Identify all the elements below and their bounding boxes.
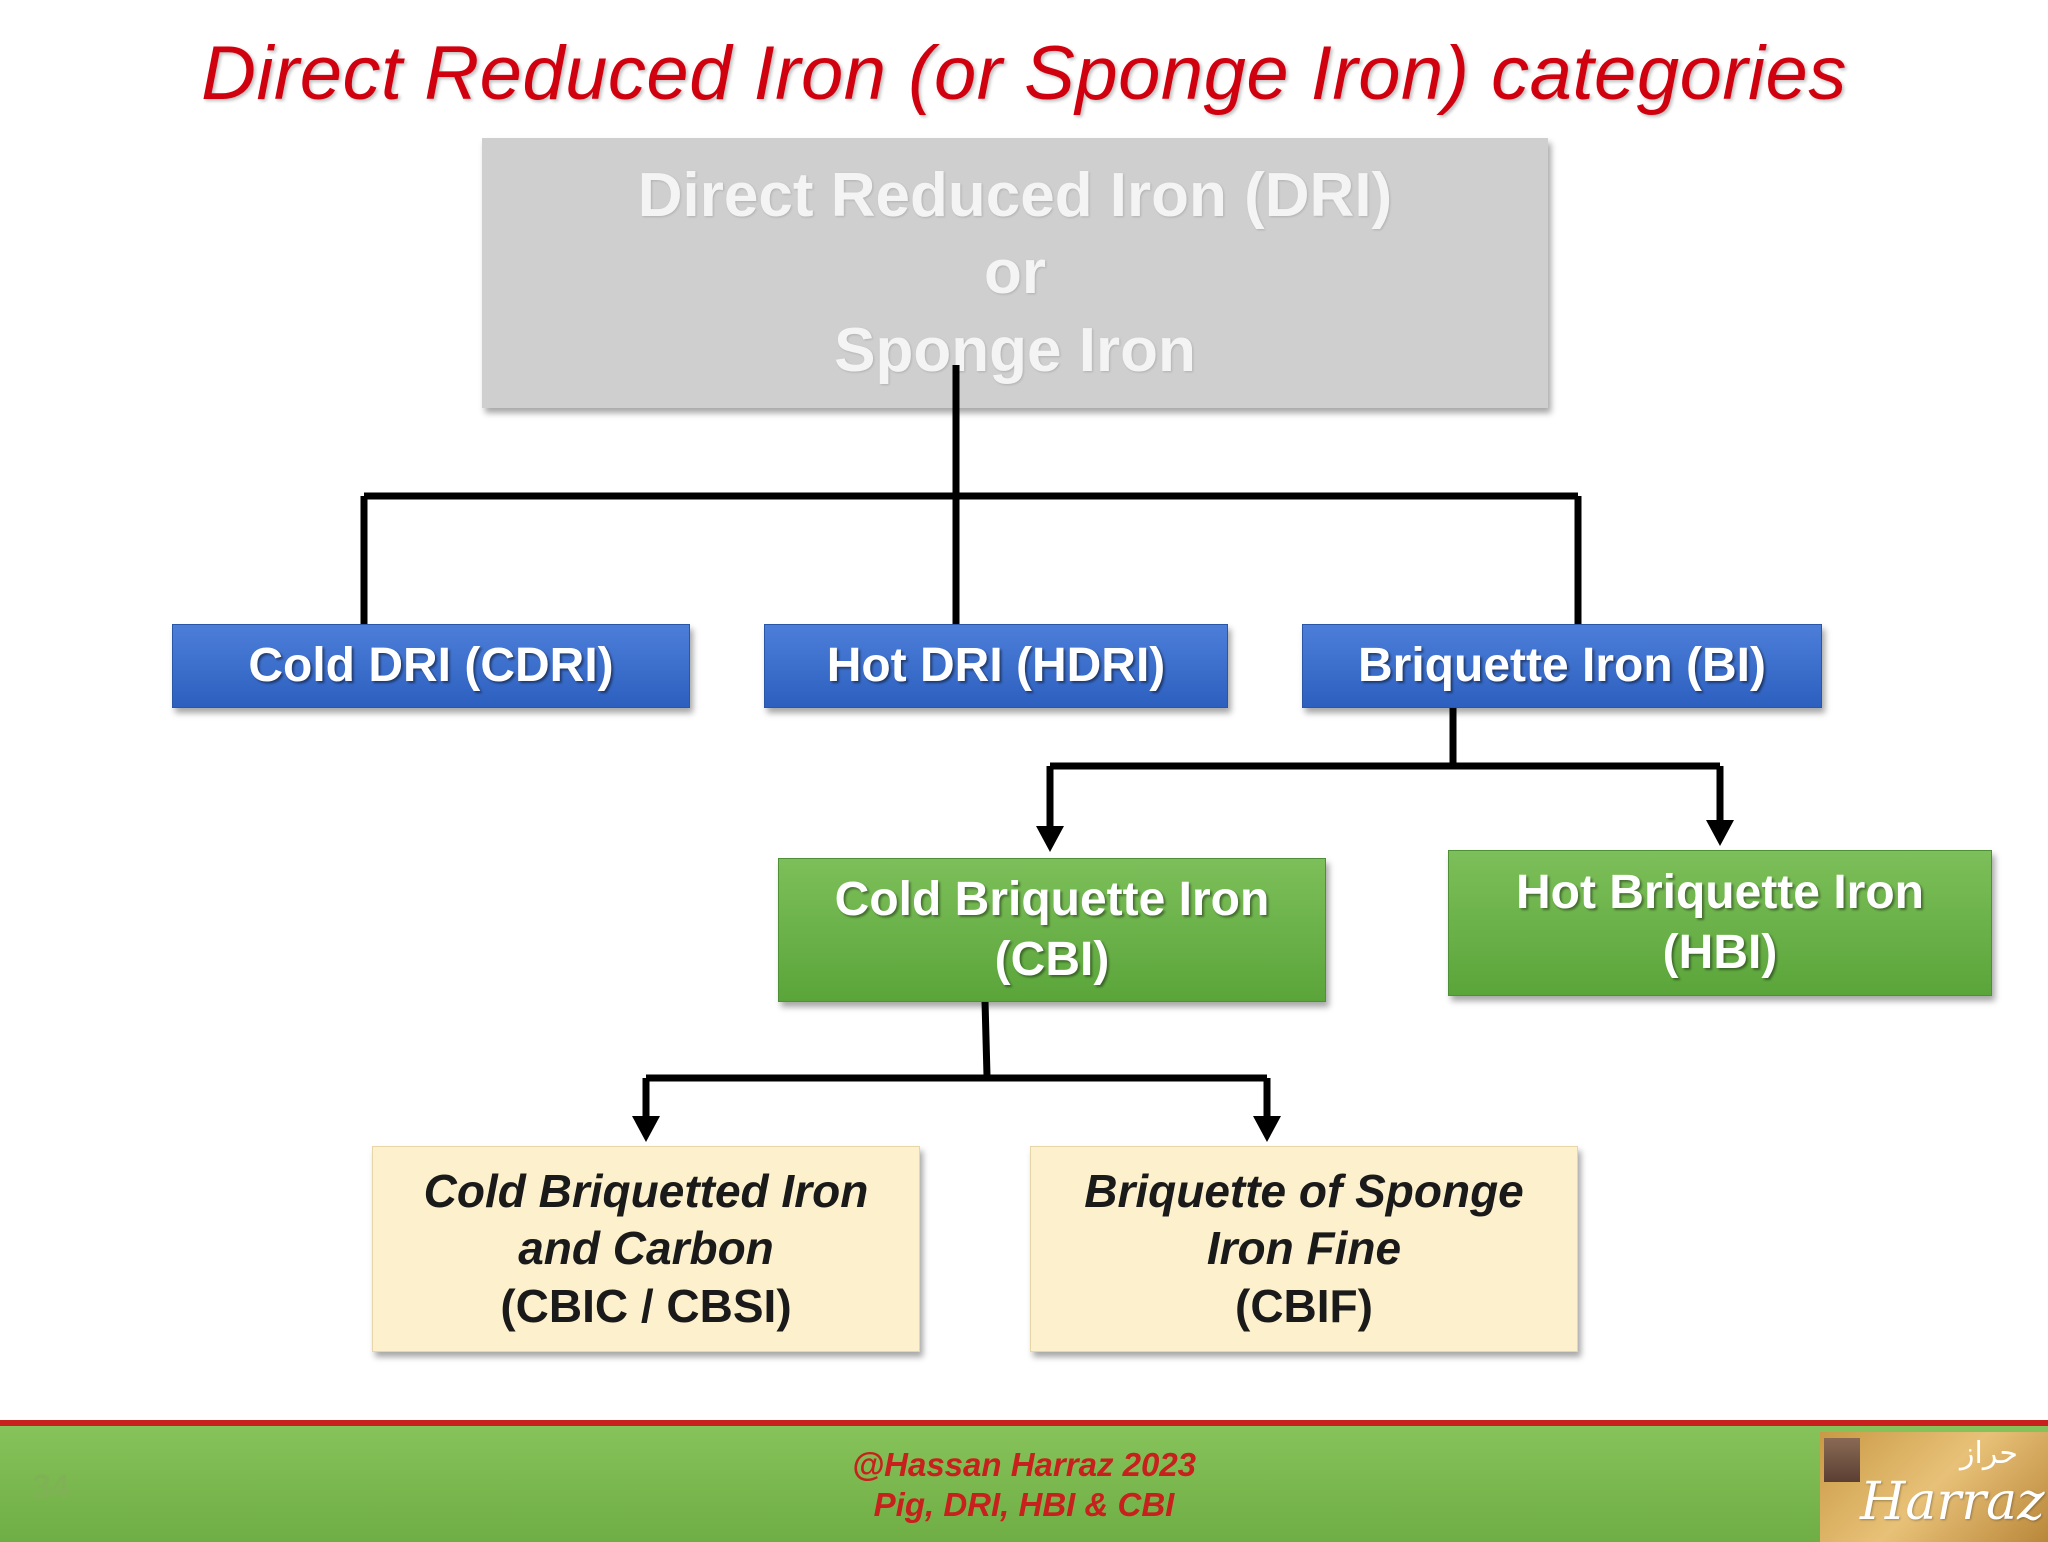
node-cbic: Cold Briquetted Iron and Carbon (CBIC / … <box>372 1146 920 1352</box>
node-hbi-line-1: Hot Briquette Iron <box>1516 866 1924 919</box>
node-cbif: Briquette of Sponge Iron Fine (CBIF) <box>1030 1146 1578 1352</box>
slide-footer: 34 @Hassan Harraz 2023 Pig, DRI, HBI & C… <box>0 1420 2048 1542</box>
logo-arabic-text: حراز <box>1960 1436 2018 1471</box>
node-briquette-iron: Briquette Iron (BI) <box>1302 624 1822 708</box>
root-line-3: Sponge Iron <box>834 315 1196 385</box>
node-cbic-line-2: and Carbon <box>518 1222 774 1275</box>
hbi-arrowhead <box>1706 820 1734 846</box>
slide-title: Direct Reduced Iron (or Sponge Iron) cat… <box>201 31 1847 116</box>
node-hbi: Hot Briquette Iron (HBI) <box>1448 850 1992 996</box>
node-cbi-line-1: Cold Briquette Iron <box>834 873 1270 926</box>
cbi-down-connector <box>981 1000 991 1077</box>
node-cbi-line-2: (CBI) <box>994 933 1110 986</box>
logo-script-text: Harraz <box>1860 1472 2045 1532</box>
cbif-arrowhead <box>1253 1116 1281 1142</box>
node-hot-dri-label: Hot DRI (HDRI) <box>826 639 1166 692</box>
root-line-2: or <box>984 238 1046 308</box>
node-briquette-iron-label: Briquette Iron (BI) <box>1358 639 1766 692</box>
node-cbif-line-3: (CBIF) <box>1235 1279 1373 1332</box>
root-node-dri: Direct Reduced Iron (DRI) or Sponge Iron <box>482 138 1548 408</box>
author-photo <box>1824 1438 1860 1482</box>
node-cbif-line-1: Briquette of Sponge <box>1084 1164 1524 1217</box>
node-cbif-line-2: Iron Fine <box>1206 1222 1402 1275</box>
node-cbic-line-1: Cold Briquetted Iron <box>423 1164 869 1217</box>
harraz-logo: حراز Harraz <box>1820 1432 2048 1542</box>
node-cold-dri-label: Cold DRI (CDRI) <box>248 639 614 692</box>
node-cbi: Cold Briquette Iron (CBI) <box>778 858 1326 1002</box>
footer-credit: @Hassan Harraz 2023 <box>851 1446 1197 1483</box>
node-hot-dri: Hot DRI (HDRI) <box>764 624 1228 708</box>
cbic-arrowhead <box>632 1116 660 1142</box>
node-cold-dri: Cold DRI (CDRI) <box>172 624 690 708</box>
page-number: 34 <box>32 1468 70 1506</box>
node-cbic-line-3: (CBIC / CBSI) <box>500 1279 792 1332</box>
footer-subtitle: Pig, DRI, HBI & CBI <box>873 1486 1175 1523</box>
root-line-1: Direct Reduced Iron (DRI) <box>637 160 1393 230</box>
cbi-arrowhead <box>1036 826 1064 852</box>
node-hbi-line-2: (HBI) <box>1662 926 1778 979</box>
